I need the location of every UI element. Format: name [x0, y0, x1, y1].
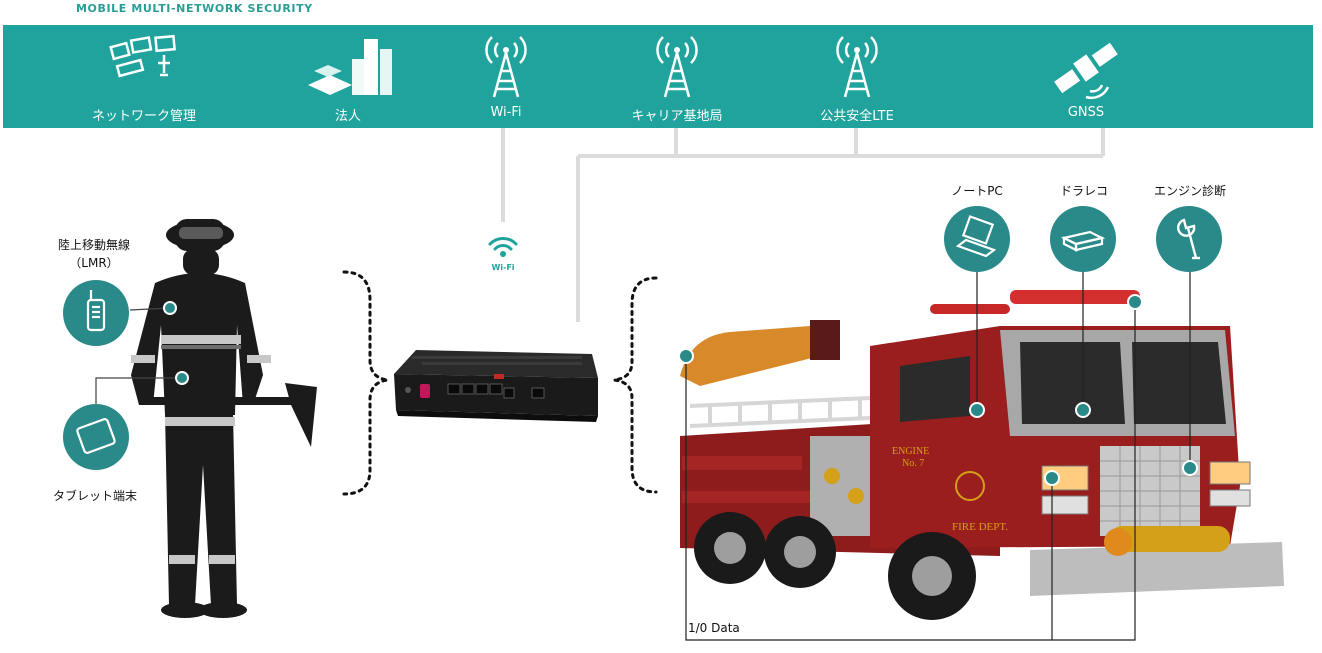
firefighter-silhouette	[131, 219, 317, 618]
wifi-icon	[488, 237, 518, 257]
band-label-carrier: キャリア基地局	[631, 109, 723, 124]
lmr-circle	[63, 280, 129, 346]
tablet-circle	[63, 404, 129, 470]
laptop-label: ノートPC	[951, 184, 1003, 198]
dashcam-circle	[1050, 206, 1116, 272]
satellite-icon	[1054, 42, 1118, 100]
band-item-network-management: ネットワーク管理	[69, 25, 219, 128]
dashcam-label: ドラレコ	[1059, 184, 1108, 198]
band-item-enterprise: 法人	[273, 25, 423, 128]
network-management-icon	[109, 34, 176, 78]
band-label-gnss: GNSS	[1067, 105, 1105, 120]
io-data-label: 1/0 Data	[688, 621, 740, 635]
lmr-label-line1: 陸上移動無線	[57, 238, 130, 252]
tablet-icon	[76, 418, 116, 454]
band-label-enterprise: 法人	[334, 109, 361, 124]
router-device	[394, 350, 598, 422]
laptop-circle	[944, 206, 1010, 272]
band-label-network-management: ネットワーク管理	[91, 109, 196, 124]
lmr-label-line2: （LMR）	[69, 256, 119, 270]
wifi-tower-icon	[485, 36, 527, 98]
door-text-dept: FIRE DEPT.	[952, 521, 1008, 533]
band-label-public-safety: 公共安全LTE	[820, 109, 894, 124]
door-text-engine: ENGINE	[892, 446, 929, 457]
engine-diagnostics-label: エンジン診断	[1153, 184, 1226, 198]
band-item-carrier: キャリア基地局	[602, 25, 752, 128]
wrench-icon	[1177, 218, 1200, 260]
carrier-tower-icon	[656, 36, 698, 98]
fire-truck: ENGINE No. 7 FIRE DEPT.	[680, 290, 1284, 620]
door-text-number: No. 7	[902, 458, 924, 469]
band-label-wifi: Wi-Fi	[490, 105, 522, 120]
radio-icon	[86, 290, 106, 332]
band-item-wifi: Wi-Fi	[431, 25, 581, 128]
wifi-badge-label: Wi-Fi	[491, 263, 515, 272]
engine-circle	[1156, 206, 1222, 272]
network-band: ネットワーク管理 法人 Wi-Fi	[3, 25, 1313, 128]
dashcam-icon	[1060, 230, 1106, 252]
public-safety-tower-icon	[836, 36, 878, 98]
laptop-icon	[955, 215, 997, 258]
band-item-gnss: GNSS	[1011, 25, 1161, 128]
band-item-public-safety: 公共安全LTE	[782, 25, 932, 128]
header-title: MOBILE MULTI-NETWORK SECURITY	[76, 2, 313, 15]
enterprise-buildings-icon	[308, 39, 392, 95]
tablet-label: タブレット端末	[52, 489, 137, 503]
